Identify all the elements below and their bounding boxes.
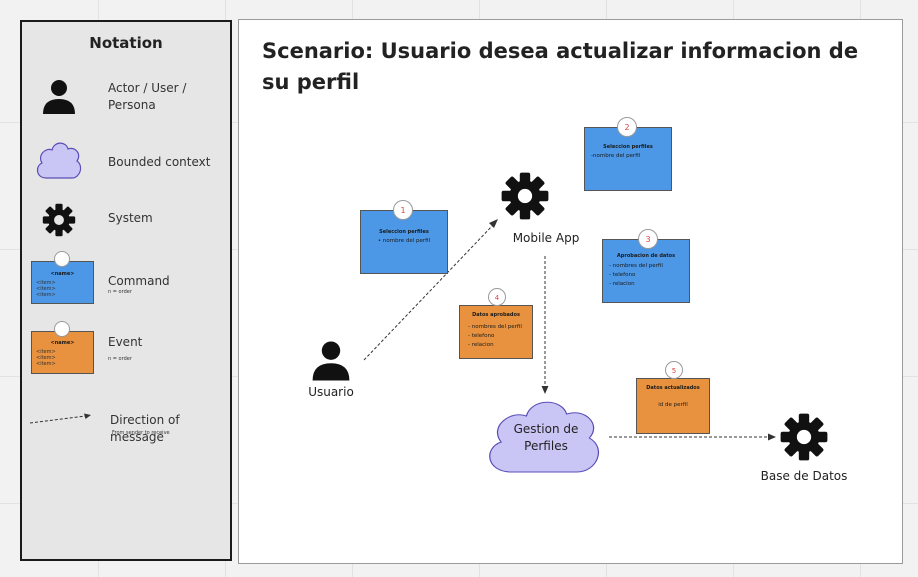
sticky-3-badge: 3 [638,229,658,249]
event-note: n = order [108,356,132,362]
direction-label: Direction of message [110,413,180,444]
command-sticky-3: Aprobacion de datos - nombres del perfil… [602,239,690,303]
command-label: Command [108,274,170,288]
legend-event-badge [54,321,70,337]
sticky-1-badge: 1 [393,200,413,220]
legend-event-item-1: <item> [36,349,56,355]
legend-command-name: <name> [50,271,75,277]
actor-label: Actor / User / Persona [108,81,187,112]
person-icon [312,341,350,381]
arrow-mobile-app-to-gestion-head [541,386,549,394]
sticky-3-item-3: - relacion [609,281,635,287]
cloud-icon [489,401,600,473]
usuario-label: Usuario [308,385,354,399]
sticky-1-title: Seleccion perfiles [379,229,429,235]
sticky-5-title: Datos actualizados [646,385,700,391]
sticky-1-item: • nombre del perfil [377,238,431,244]
arrow-usuario-to-mobile-app [363,223,495,361]
mobile-app-label: Mobile App [512,231,580,245]
gear-icon [501,172,549,220]
gestion-label-line2: Perfiles [524,439,568,453]
legend-command-item-2: <item> [36,286,56,292]
legend-command-item-3: <item> [36,292,56,298]
system-label: System [108,211,153,225]
sticky-5-item: id de perfil [658,402,688,408]
legend-command-sticky: <name> <item> <item> <item> [31,261,94,304]
sticky-2-title: Seleccion perfiles [603,144,653,150]
legend-event-sticky: <name> <item> <item> <item> [31,331,94,374]
scenario-title: Scenario: Usuario desea actualizar infor… [262,39,859,94]
arrow-gestion-to-base-datos-head [768,433,776,441]
arrow-icon [29,413,91,424]
notation-panel: Notation Actor / User / Persona Bounded … [20,20,232,561]
cloud-icon [36,142,82,179]
notation-title: Notation [89,34,163,52]
legend-command-item-1: <item> [36,280,56,286]
sticky-5-badge: 5 [665,361,683,379]
scenario-canvas: Scenario: Usuario desea actualizar infor… [238,19,903,564]
gear-icon [42,203,76,237]
sticky-4-title: Datos aprobados [472,312,520,318]
sticky-2-badge: 2 [617,117,637,137]
arrow-usuario-to-mobile-app-head [489,219,498,228]
sticky-4-item-1: - nombres del perfil [468,324,522,330]
legend-event-item-2: <item> [36,355,56,361]
command-note: n = order [108,289,132,295]
direction-note: From sender to receive [112,430,170,436]
event-sticky-5: Datos actualizados id de perfil [636,378,710,434]
sticky-3-item-1: - nombres del perfil [609,263,663,269]
connectors [363,219,776,441]
base-datos-label: Base de Datos [760,469,848,483]
command-sticky-2: Seleccion perfiles -nombre del perfil [584,127,672,191]
legend-command-badge [54,251,70,267]
event-sticky-4: Datos aprobados - nombres del perfil - t… [459,305,533,359]
sticky-4-item-3: - relacion [468,342,494,348]
person-icon [43,80,75,114]
sticky-3-title: Aprobacion de datos [616,253,676,259]
event-label: Event [108,335,143,349]
sticky-2-item: -nombre del perfil [591,153,641,159]
gestion-label-line1: Gestion de [513,422,579,436]
gear-icon [780,413,828,461]
bounded-context-label: Bounded context [108,155,211,169]
legend-event-item-3: <item> [36,361,56,367]
sticky-4-item-2: - telefono [468,333,495,339]
sticky-3-item-2: - telefono [609,272,636,278]
legend-event-name: <name> [50,340,75,346]
sticky-4-badge: 4 [488,288,506,306]
